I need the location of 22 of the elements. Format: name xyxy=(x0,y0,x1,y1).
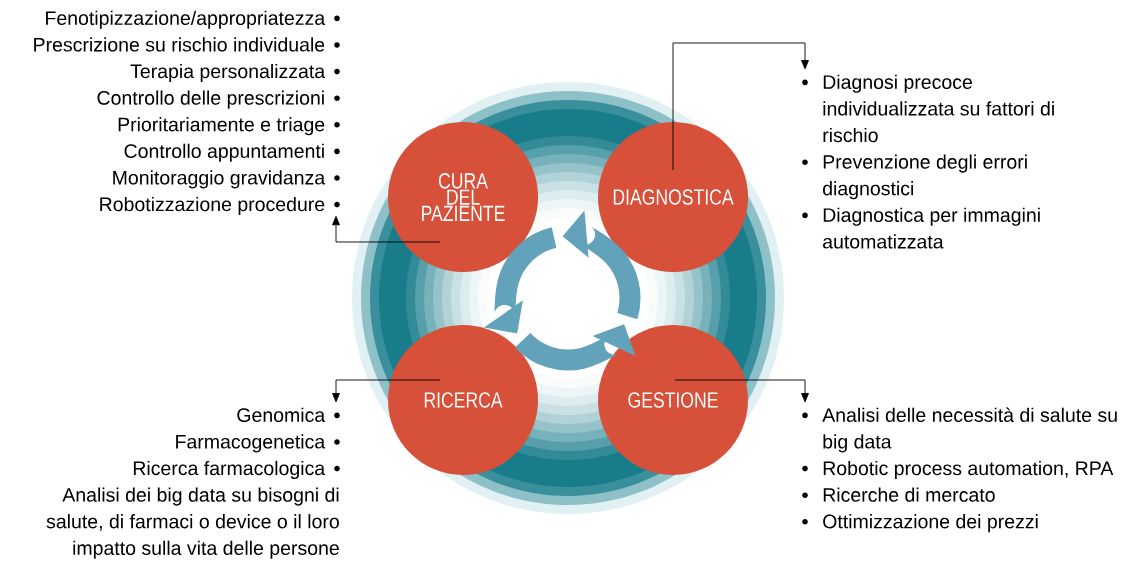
connector-arrow xyxy=(674,379,809,403)
list-item: Robotic process automation, RPA xyxy=(823,460,1114,480)
connector-arrow xyxy=(672,42,809,171)
list-item: Prevenzione degli errori diagnostici xyxy=(823,154,1027,200)
list-item: Ricerche di mercato xyxy=(823,487,995,502)
list-item: Prescrizione su rischio individuale xyxy=(34,37,325,52)
list-item: Farmacogenetica xyxy=(176,434,326,453)
list-item: Diagnostica per immagini automatizzata xyxy=(823,207,1040,249)
list-item: Analisi delle necessità di salute su big data xyxy=(822,407,1117,453)
list-item: Analisi dei big data su bisogni di salute, di farmaci o device o il loro impatto sulla vita delle persone xyxy=(46,487,339,559)
list-item: Controllo delle prescrizioni xyxy=(97,90,324,109)
list-item: Controllo appuntamenti xyxy=(124,143,324,162)
list-item: Terapia personalizzata xyxy=(130,63,326,83)
list-item: Monitoraggio gravidanza xyxy=(113,170,326,189)
list-item: Robotizzazione procedure xyxy=(100,196,325,216)
list-item: Fenotipizzazione/appropriatezza xyxy=(46,10,326,29)
list-item: Ricerca farmacologica xyxy=(133,460,326,480)
connector-arrow xyxy=(332,216,441,243)
list-item: Diagnosi precoce individualizzata su fattori di rischio xyxy=(823,74,1054,143)
list-item: Prioritariamente e triage xyxy=(118,117,325,136)
list-item: Ottimizzazione dei prezzi xyxy=(823,514,1038,533)
list-item: Genomica xyxy=(237,407,326,422)
